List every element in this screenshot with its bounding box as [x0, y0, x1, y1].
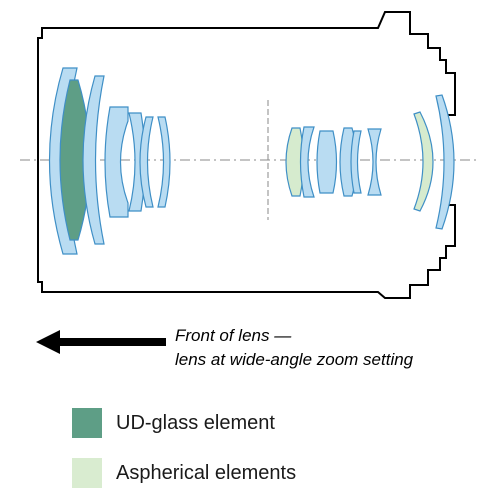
legend-item-aspherical: Aspherical elements	[72, 457, 296, 489]
ud-glass-swatch	[72, 408, 102, 438]
lens-element-3	[104, 106, 129, 218]
aspherical-swatch	[72, 458, 102, 488]
lens-element-2	[82, 75, 105, 245]
lens-element-10	[350, 130, 362, 194]
lens-element-6	[157, 116, 171, 208]
lens-element-8	[316, 130, 338, 194]
legend-label-aspherical: Aspherical elements	[116, 461, 297, 484]
zoom-setting-caption: lens at wide-angle zoom setting	[175, 350, 414, 369]
lens-element-12	[435, 94, 455, 230]
arrow-left-icon	[36, 330, 166, 354]
legend-item-ud-glass: UD-glass element	[72, 407, 275, 439]
lens-element-11	[367, 128, 382, 196]
front-of-lens-caption: Front of lens —	[175, 326, 292, 345]
lens-element-5	[139, 116, 154, 208]
lens-barrel-outline	[37, 11, 456, 299]
aspherical-element-2	[413, 111, 434, 212]
lens-cross-section-diagram	[20, 11, 480, 299]
lens-element-7	[299, 126, 315, 198]
legend-label-ud-glass: UD-glass element	[116, 411, 275, 434]
